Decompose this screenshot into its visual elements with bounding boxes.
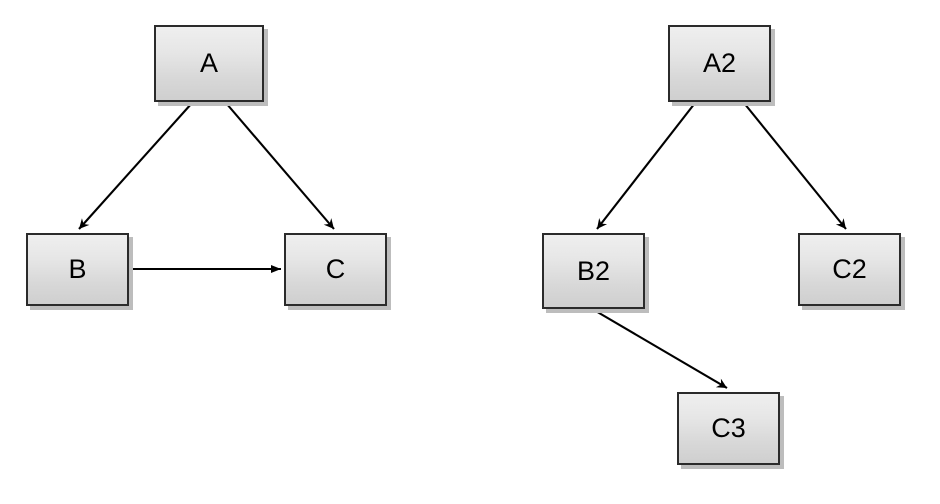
node-label: C — [325, 254, 346, 284]
node-a2[interactable]: A2 — [668, 25, 771, 102]
node-b[interactable]: B — [26, 233, 129, 306]
node-b2[interactable]: B2 — [542, 233, 645, 309]
edge-b2-c3[interactable] — [593, 309, 728, 389]
edge-a2-b2[interactable] — [596, 102, 696, 230]
node-c3[interactable]: C3 — [677, 392, 780, 465]
node-label: C2 — [832, 254, 867, 284]
node-c[interactable]: C — [284, 233, 387, 306]
node-label: C3 — [711, 413, 746, 443]
node-c2[interactable]: C2 — [798, 233, 901, 306]
edge-a-b[interactable] — [78, 102, 193, 230]
node-label: B2 — [576, 255, 611, 286]
node-a[interactable]: A — [154, 25, 264, 102]
node-label: B — [68, 254, 87, 284]
edge-a-c[interactable] — [225, 102, 335, 230]
node-label: A2 — [702, 48, 737, 78]
edge-a2-c2[interactable] — [743, 102, 847, 230]
node-label: A — [199, 48, 218, 78]
